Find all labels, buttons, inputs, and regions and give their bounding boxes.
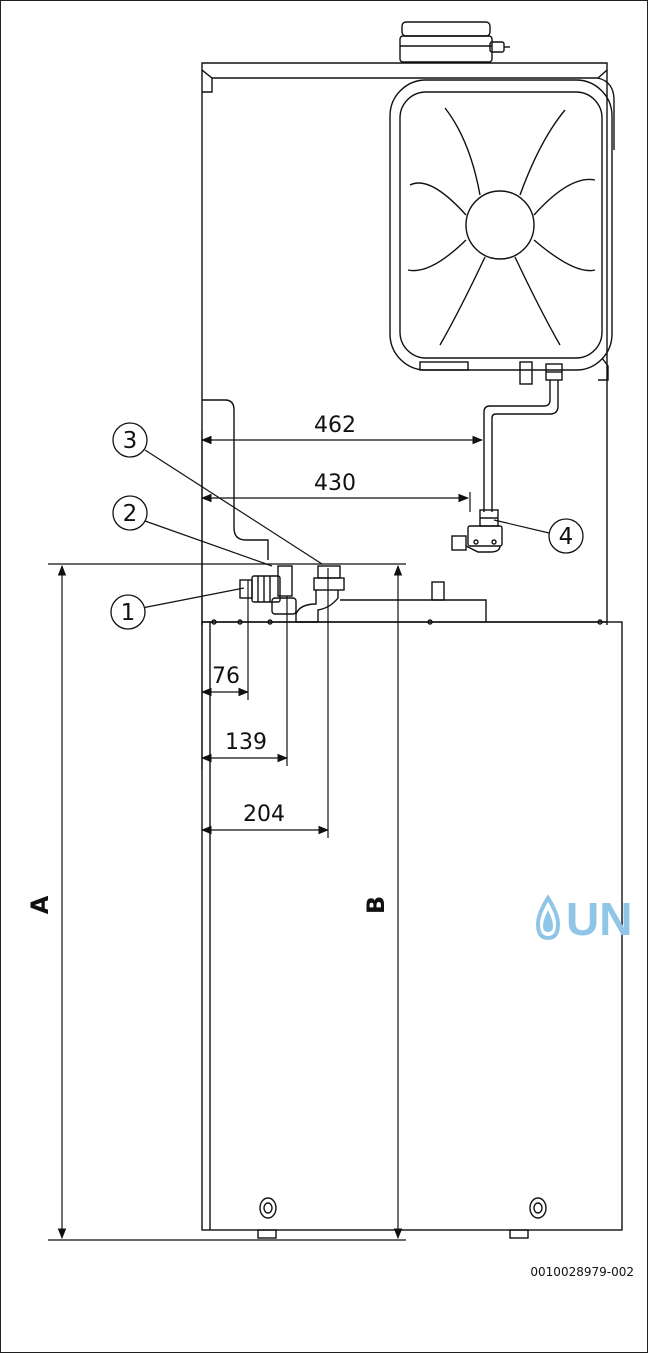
- dimension-76: 76: [212, 664, 240, 689]
- callout-2-label: 2: [123, 501, 138, 527]
- water-drop-icon: [535, 894, 561, 941]
- figure-code: 0010028979-002: [530, 1265, 634, 1279]
- callout-4: 4: [548, 518, 584, 554]
- callout-3-label: 3: [123, 428, 138, 454]
- watermark-text: UN: [566, 893, 632, 945]
- dimension-a-label: A: [26, 895, 54, 914]
- callout-leaders: [141, 449, 550, 609]
- dimension-b-label: B: [362, 896, 390, 914]
- fan-assembly: [389, 77, 615, 385]
- pipe-connections: [239, 565, 487, 623]
- dimension-204: 204: [243, 802, 285, 827]
- water-drop-inner-icon: [543, 910, 553, 932]
- dimension-lines: [48, 430, 484, 1241]
- callout-4-label: 4: [559, 524, 574, 550]
- dimension-462: 462: [314, 413, 356, 438]
- callout-1: 1: [110, 594, 146, 630]
- watermark: UN: [535, 893, 632, 945]
- condensate-pipe: [451, 380, 559, 553]
- lower-cabinet: [201, 619, 623, 1239]
- callout-3: 3: [112, 422, 148, 458]
- callout-1-label: 1: [121, 600, 136, 626]
- dimension-139: 139: [225, 730, 267, 755]
- upper-cabinet: [201, 21, 608, 625]
- dimension-430: 430: [314, 471, 356, 496]
- callout-2: 2: [112, 495, 148, 531]
